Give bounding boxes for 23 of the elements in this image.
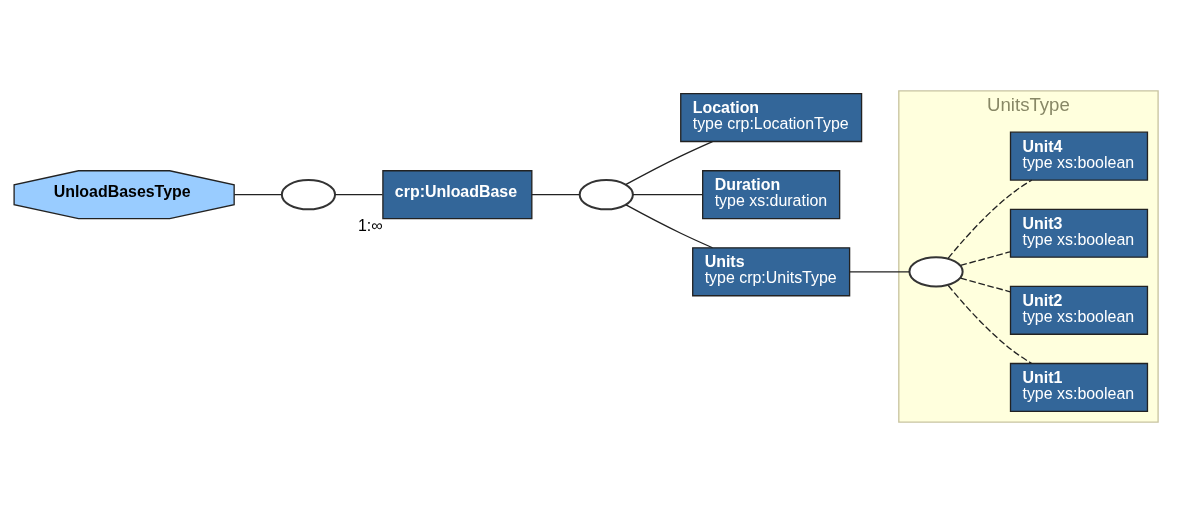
connector [334,193,384,195]
node-oval [908,255,964,287]
connector [632,193,704,195]
node-box: Unit3 type xs:boolean [1009,208,1149,258]
node-box: Unit4 type xs:boolean [1009,131,1149,181]
connector [849,270,911,272]
node-box: Units type crp:UnitsType [692,246,851,296]
connector [959,250,1011,266]
connector [959,277,1011,292]
node-box: crp:UnloadBase [382,169,533,219]
node-oval [280,178,337,210]
node-oval [578,178,634,210]
connector [947,284,1033,364]
node-box: Unit1 type xs:boolean [1009,362,1149,412]
connector [531,193,581,195]
node-box: Duration type xs:duration [702,169,841,219]
node-box: Unit2 type xs:boolean [1009,285,1149,335]
node-label: 1:∞ [357,216,383,234]
connector [233,193,282,195]
connector [947,178,1033,259]
connector [625,140,714,185]
connector [625,203,714,248]
node-box: Location type crp:LocationType [680,92,863,142]
